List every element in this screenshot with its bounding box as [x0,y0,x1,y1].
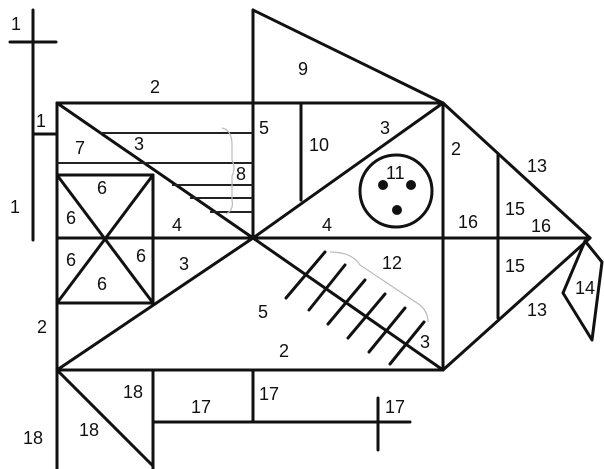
label-left-lower: 2 [37,317,47,337]
label-vertical-5-bottom: 5 [258,302,268,322]
label-frame-left-small: 1 [36,111,46,131]
label-diamond-14: 14 [575,278,595,298]
label-stand-17-a: 17 [191,397,211,417]
label-fin-3-right: 3 [420,332,430,352]
gill-comb [284,250,429,366]
label-cross-top-left: 1 [11,14,21,34]
eye-dot-1 [378,180,388,190]
x-box [55,173,155,305]
cross-top-left [8,8,58,70]
label-box-6-bottom: 6 [97,274,107,294]
label-tail-9: 9 [298,59,308,79]
label-box-6-right: 6 [136,246,146,266]
label-center-4-left: 4 [172,215,182,235]
eye [358,153,434,229]
label-cross-17: 17 [385,397,405,417]
label-rect-12: 12 [382,253,402,273]
label-right-15-bottom: 15 [505,256,525,276]
label-stand-18-c: 18 [23,428,43,448]
label-box-6-top: 6 [97,178,107,198]
label-right-16-b: 16 [531,216,551,236]
tail-fin [251,8,445,240]
label-box-6-lower-left: 6 [66,250,76,270]
body-diagonals [55,101,445,372]
label-vertical-5-top: 5 [259,118,269,138]
label-stripe-8: 8 [236,164,246,184]
label-right-15-top: 15 [505,199,525,219]
label-center-4-right: 4 [322,215,332,235]
label-right-13-top: 13 [527,156,547,176]
label-right-13-bottom: 13 [527,300,547,320]
label-center-3-left: 3 [179,254,189,274]
stand [55,368,412,469]
label-top-bar: 2 [150,77,160,97]
label-bottom-2: 2 [279,341,289,361]
label-stand-18-b: 18 [79,420,99,440]
eye-dot-3 [392,205,402,215]
label-top-3-right: 3 [380,118,390,138]
head-outline [441,101,592,372]
label-triangle-7: 7 [75,138,85,158]
eye-dot-2 [406,180,416,190]
stripes-upper-left [57,127,253,215]
label-right-16-a: 16 [458,212,478,232]
label-frame-left-big: 1 [10,197,20,217]
label-eye-10: 10 [309,135,329,155]
label-stand-18-a: 18 [123,382,143,402]
label-stand-17-b: 17 [259,384,279,404]
label-eye-11: 11 [386,163,405,183]
diamond-14 [561,239,604,342]
label-box-6-left: 6 [66,208,76,228]
label-right-2: 2 [451,139,461,159]
label-stripe-3: 3 [134,134,144,154]
